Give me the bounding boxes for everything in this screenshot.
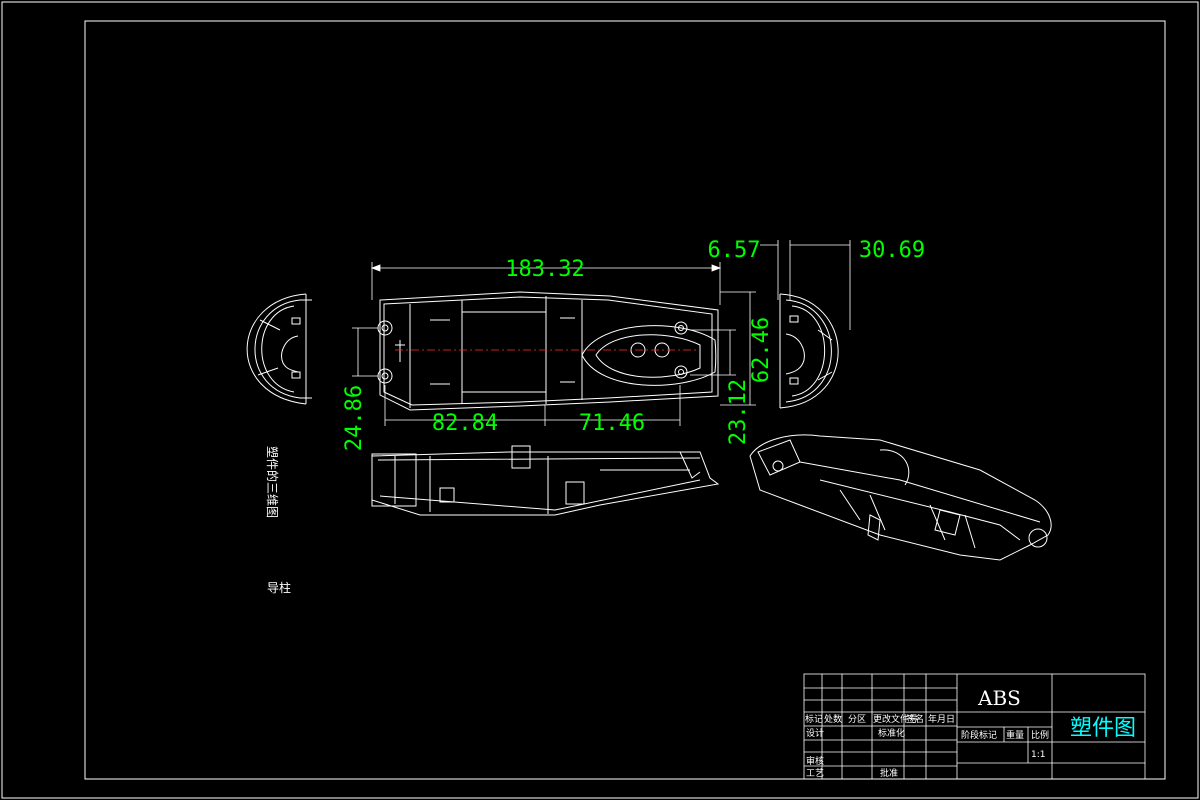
dim-end-gap: 6.57 bbox=[708, 238, 761, 263]
dimension-lines bbox=[352, 240, 851, 426]
dim-small-vertical: 23.12 bbox=[726, 379, 751, 445]
tb-review: 审核 bbox=[806, 755, 824, 767]
tb-standardization: 标准化 bbox=[878, 727, 905, 739]
dim-right-offset: 71.46 bbox=[579, 411, 645, 436]
tb-scale-value: 1:1 bbox=[1031, 750, 1045, 760]
tb-material: ABS bbox=[977, 686, 1021, 710]
dim-overall-length: 183.32 bbox=[505, 257, 584, 282]
tb-stage-mark: 阶段标记 bbox=[961, 729, 997, 741]
right-end-view bbox=[779, 293, 839, 409]
tb-mark: 标记 bbox=[805, 713, 823, 725]
dim-right-height: 62.46 bbox=[749, 317, 774, 383]
title-block bbox=[803, 673, 1146, 780]
side-view bbox=[371, 445, 720, 516]
dim-end-depth: 30.69 bbox=[859, 238, 925, 263]
tb-approve: 批准 bbox=[880, 767, 898, 779]
tb-process: 工艺 bbox=[806, 768, 824, 779]
dim-left-offset: 82.84 bbox=[432, 411, 498, 436]
tb-date: 年月日 bbox=[928, 713, 955, 725]
tb-change-doc: 更改文件号 bbox=[873, 713, 918, 725]
tb-ratio: 比例 bbox=[1031, 729, 1049, 741]
vertical-caption: 塑件的三维图 bbox=[265, 446, 280, 518]
tb-zone: 分区 bbox=[848, 714, 866, 725]
inner-frame bbox=[84, 20, 1166, 780]
top-view bbox=[377, 291, 719, 411]
tb-weight: 重量 bbox=[1006, 729, 1024, 741]
guide-post-note: 导柱 bbox=[267, 580, 291, 595]
tb-design: 设计 bbox=[806, 727, 824, 739]
tb-signature: 签名 bbox=[906, 713, 924, 725]
left-end-view bbox=[246, 293, 312, 405]
tb-drawing-name: 塑件图 bbox=[1070, 716, 1136, 741]
dim-left-height: 24.86 bbox=[342, 385, 367, 451]
tb-count: 处数 bbox=[824, 713, 842, 725]
isometric-view bbox=[749, 434, 1052, 561]
